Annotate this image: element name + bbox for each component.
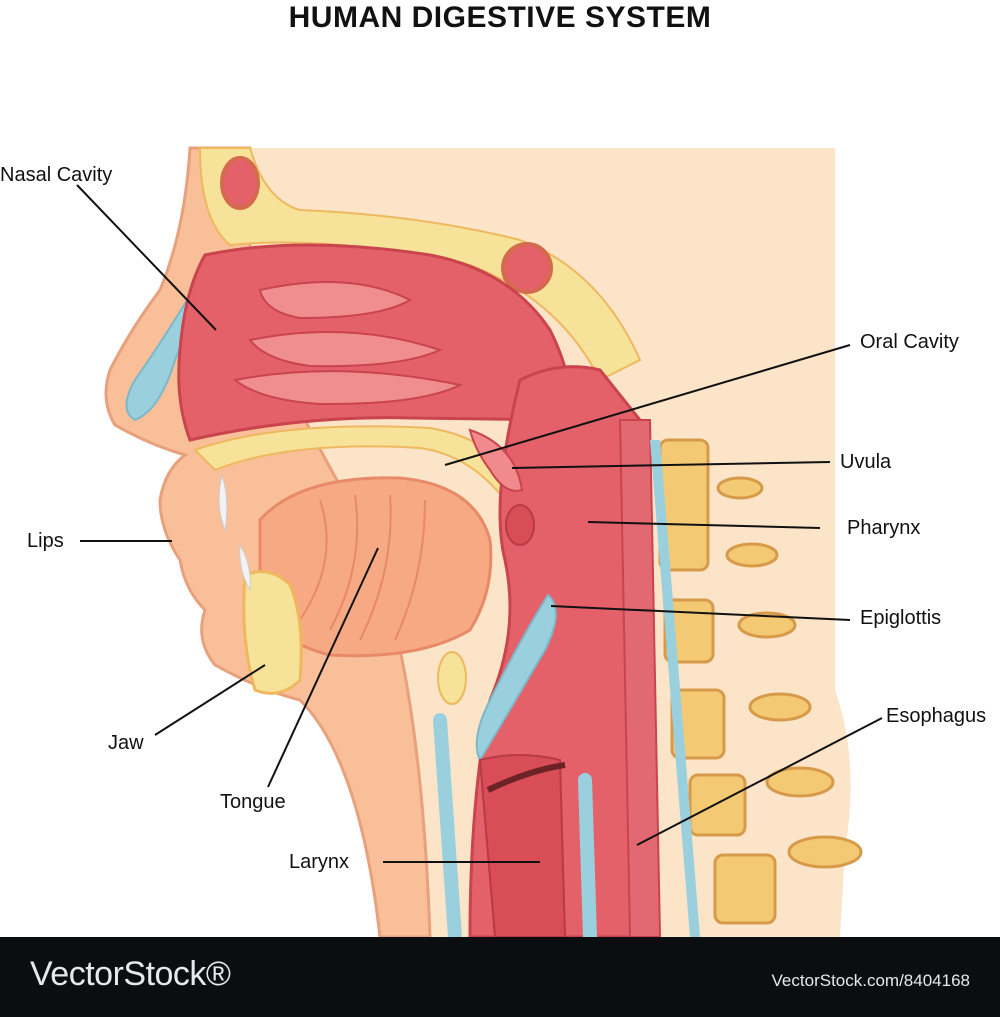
- turbinate-middle: [248, 331, 443, 368]
- label-pharynx: Pharynx: [847, 517, 921, 539]
- vertebra-3: [670, 688, 726, 760]
- tonsil: [505, 504, 535, 546]
- leader-tongue: [267, 547, 379, 788]
- spinous-process-5: [765, 766, 835, 798]
- vertebra-2: [663, 598, 715, 664]
- vertebra-4: [688, 773, 747, 837]
- watermark-brand: VectorStock®: [30, 955, 231, 993]
- diagram-title: HUMAN DIGESTIVE SYSTEM: [288, 1, 712, 34]
- spinous-process-4: [748, 692, 812, 722]
- leader-epiglottis: [550, 605, 851, 621]
- upper-tooth: [218, 473, 228, 532]
- label-uvula: Uvula: [840, 451, 892, 473]
- hyoid-bone: [437, 651, 467, 705]
- label-larynx: Larynx: [289, 851, 350, 873]
- turbinate-lower: [232, 370, 464, 406]
- watermark-id: VectorStock.com/8404168: [771, 971, 970, 990]
- label-epiglottis: Epiglottis: [860, 607, 942, 629]
- vertebra-5: [713, 853, 777, 925]
- trachea-cartilage-back: [578, 773, 597, 944]
- leader-uvula: [511, 461, 831, 469]
- watermark-bar: VectorStock® VectorStock.com/8404168: [0, 937, 1000, 1017]
- jaw-bone: [242, 570, 303, 695]
- trachea-cartilage-front: [433, 713, 462, 944]
- leader-pharynx: [587, 521, 821, 529]
- label-lips: Lips: [27, 530, 64, 552]
- label-oral-cavity: Oral Cavity: [860, 331, 959, 353]
- frontal-sinus: [220, 156, 260, 210]
- label-tongue: Tongue: [220, 791, 286, 813]
- leader-lines: [76, 184, 883, 863]
- spinous-process-6: [787, 835, 863, 869]
- spinous-process-1: [716, 476, 764, 500]
- label-esophagus: Esophagus: [886, 705, 987, 727]
- lower-tooth: [239, 543, 251, 592]
- label-jaw: Jaw: [108, 732, 144, 754]
- label-nasal-cavity: Nasal Cavity: [0, 164, 113, 186]
- spinous-process-3: [737, 611, 797, 639]
- leader-oral-cavity: [444, 344, 851, 466]
- larynx-tube: [478, 754, 567, 938]
- sphenoid-sinus: [501, 242, 553, 294]
- vocal-fold: [486, 762, 566, 793]
- turbinate-upper: [258, 281, 413, 320]
- tongue-muscle-lines: [299, 494, 426, 641]
- leader-nasal-cavity: [76, 184, 217, 331]
- spinal-disc-column: [650, 440, 700, 937]
- spinous-process-2: [725, 542, 779, 568]
- tongue-shape: [258, 476, 493, 658]
- leader-jaw: [154, 664, 266, 736]
- leader-esophagus: [636, 717, 883, 846]
